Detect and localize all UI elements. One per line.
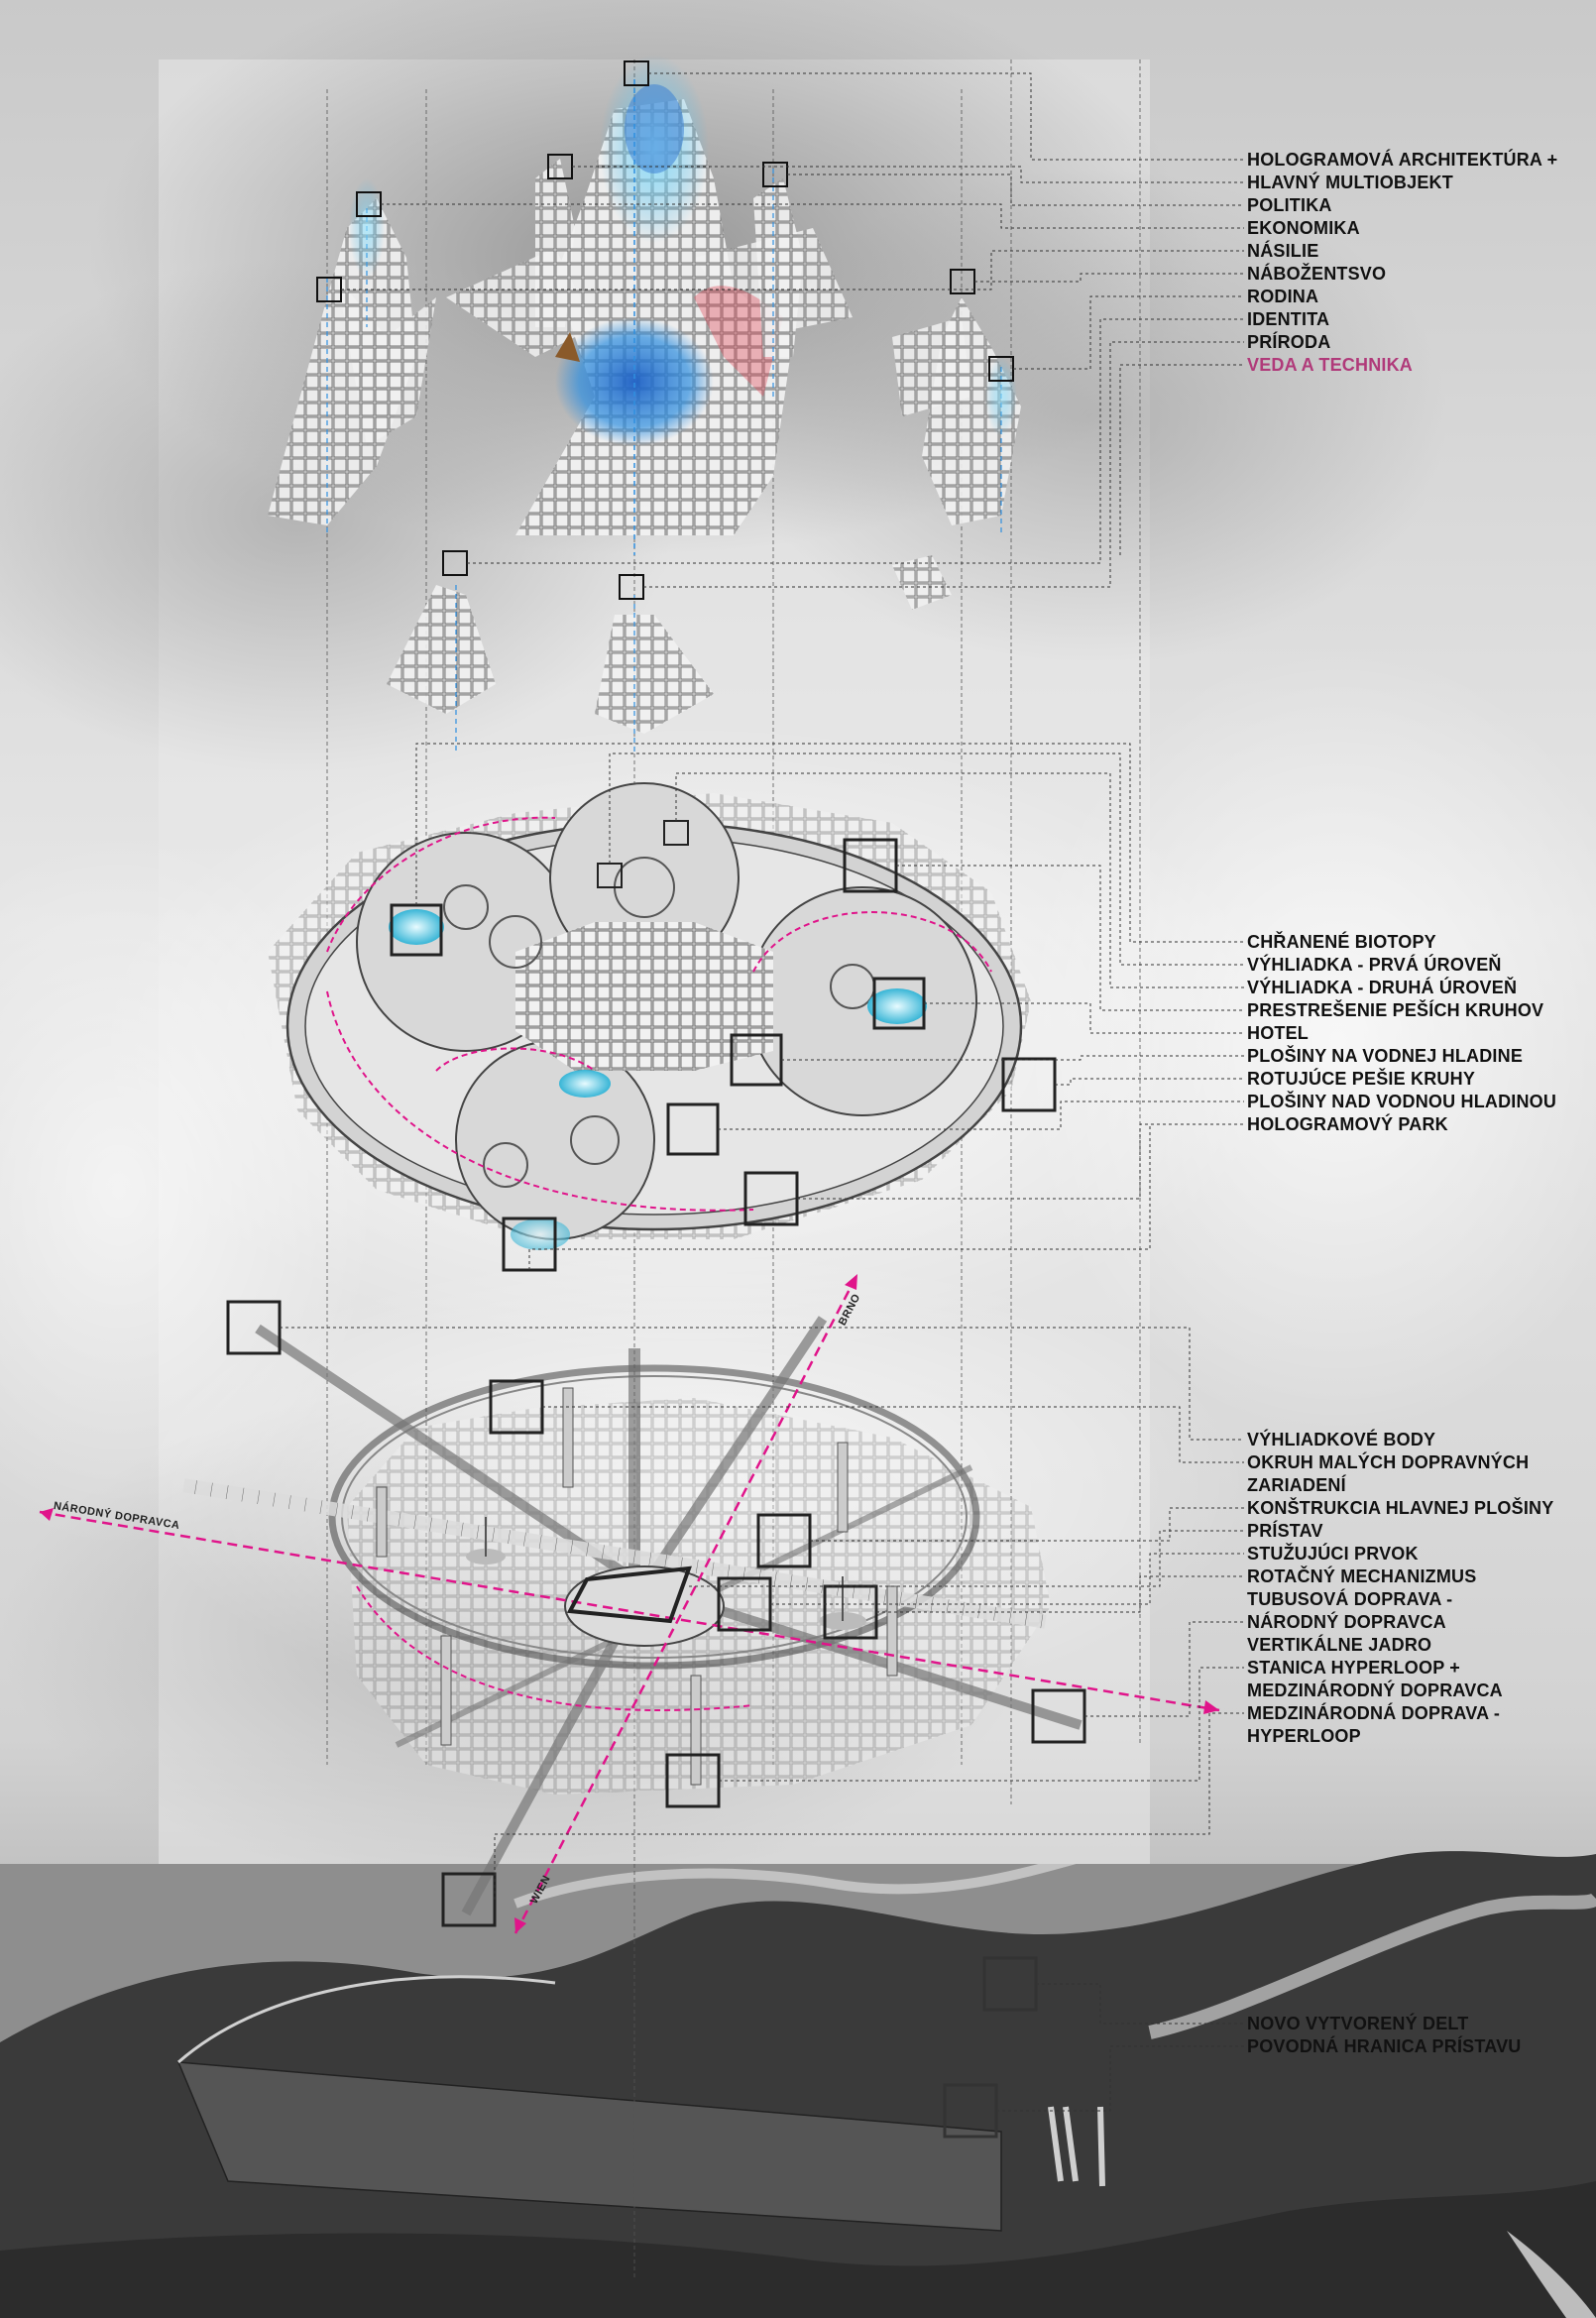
label-nabozenstvo: NÁBOŽENTSVO bbox=[1247, 264, 1387, 284]
label-medzinarodna-doprava: MEDZINÁRODNÁ DOPRAVA - bbox=[1247, 1703, 1501, 1723]
label-vyhliadka-prva: VÝHLIADKA - PRVÁ ÚROVEŇ bbox=[1247, 955, 1502, 975]
label-hologram-architecture: HOLOGRAMOVÁ ARCHITEKTÚRA + bbox=[1247, 150, 1558, 170]
label-plosiny-nad-vodnou: PLOŠINY NAD VODNOU HLADINOU bbox=[1247, 1092, 1557, 1111]
label-okruh-malych: OKRUH MALÝCH DOPRAVNÝCH bbox=[1247, 1452, 1530, 1472]
structure-level bbox=[39, 1273, 1220, 1934]
label-zariadeni: ZARIADENÍ bbox=[1247, 1475, 1346, 1495]
label-tubusova-doprava: TUBUSOVÁ DOPRAVA - bbox=[1247, 1589, 1453, 1609]
label-main-multiobject: HLAVNÝ MULTIOBJEKT bbox=[1247, 173, 1453, 192]
label-hologramovy-park: HOLOGRAMOVÝ PARK bbox=[1247, 1114, 1448, 1134]
hologram-towers bbox=[268, 55, 1021, 753]
label-vyhliadka-druha: VÝHLIADKA - DRUHÁ ÚROVEŇ bbox=[1247, 978, 1518, 997]
label-veda-a-technika: VEDA A TECHNIKA bbox=[1247, 355, 1414, 375]
label-politika: POLITIKA bbox=[1247, 195, 1332, 215]
label-hotel: HOTEL bbox=[1247, 1023, 1309, 1043]
label-vyhliadkove-body: VÝHLIADKOVÉ BODY bbox=[1247, 1430, 1436, 1449]
label-medzinarodny-dopravca: MEDZINÁRODNÝ DOPRAVCA bbox=[1247, 1681, 1503, 1700]
label-povodna-hranica: POVODNÁ HRANICA PRÍSTAVU bbox=[1247, 2036, 1522, 2056]
label-identita: IDENTITA bbox=[1247, 309, 1330, 329]
label-pristav: PRÍSTAV bbox=[1247, 1521, 1323, 1541]
label-rodina: RODINA bbox=[1247, 287, 1319, 306]
label-rotacny-mechanizmus: ROTAČNÝ MECHANIZMUS bbox=[1247, 1566, 1477, 1586]
platform-level bbox=[268, 782, 1031, 1250]
label-novo-vytvoreny-delt: NOVO VYTVORENÝ DELT bbox=[1247, 2014, 1469, 2033]
leader-lines bbox=[280, 72, 1244, 2112]
label-chranene-biotopy: CHŘANENÉ BIOTOPY bbox=[1247, 932, 1436, 952]
label-stuzujuci-prvok: STUŽUJÚCI PRVOK bbox=[1247, 1544, 1419, 1564]
label-ekonomika: EKONOMIKA bbox=[1247, 218, 1360, 238]
label-konstrukcia: KONŠTRUKCIA HLAVNEJ PLOŠINY bbox=[1247, 1498, 1554, 1518]
label-vertikalne-jadro: VERTIKÁLNE JADRO bbox=[1247, 1635, 1432, 1655]
label-narodny-dopravca: NÁRODNÝ DOPRAVCA bbox=[1247, 1612, 1446, 1632]
label-rotujuce-pesie-kruhy: ROTUJÚCE PEŠIE KRUHY bbox=[1247, 1069, 1476, 1089]
label-stanica-hyperloop: STANICA HYPERLOOP + bbox=[1247, 1658, 1461, 1678]
label-prestresenie: PRESTREŠENIE PEŠÍCH KRUHOV bbox=[1247, 1000, 1544, 1020]
label-plosiny-na-vodnej: PLOŠINY NA VODNEJ HLADINE bbox=[1247, 1046, 1524, 1066]
label-nasilie: NÁSILIE bbox=[1247, 241, 1319, 261]
terrain-harbour bbox=[0, 1839, 1596, 2318]
label-hyperloop: HYPERLOOP bbox=[1247, 1726, 1361, 1746]
label-priroda: PRÍRODA bbox=[1247, 332, 1331, 352]
